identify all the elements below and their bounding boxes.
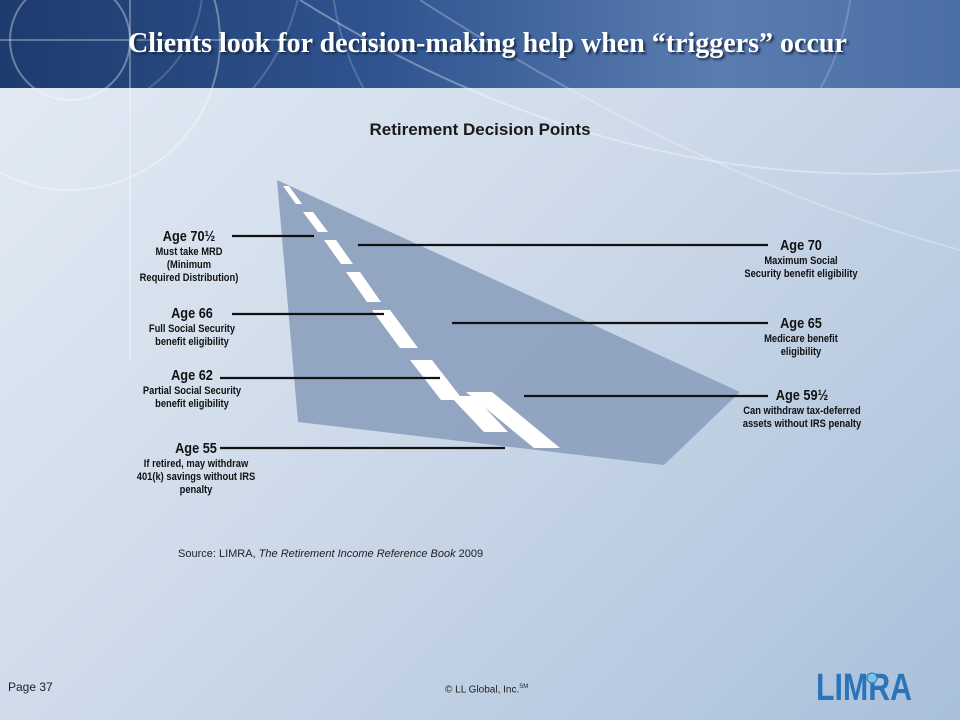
diagram-title: Retirement Decision Points xyxy=(369,120,591,139)
desc-line: Must take MRD (Minimum xyxy=(155,246,223,271)
desc-line: Can withdraw tax-deferred xyxy=(743,405,861,417)
source-citation: Source: LIMRA, The Retirement Income Ref… xyxy=(178,548,483,560)
desc-line: If retired, may withdraw xyxy=(143,458,249,470)
left-point-age-66: Age 66 Full Social Security benefit elig… xyxy=(141,305,243,349)
source-prefix: Source: LIMRA, xyxy=(178,548,259,560)
desc-line: Maximum Social xyxy=(764,255,838,267)
desc-line: 401(k) savings without IRS penalty xyxy=(136,471,256,496)
road-center-stripes xyxy=(283,186,560,448)
left-point-age-70-half: Age 70½ Must take MRD (Minimum Required … xyxy=(134,228,245,285)
desc-line: Medicare benefit xyxy=(764,333,838,345)
desc-line: Security benefit eligibility xyxy=(744,268,858,280)
source-book-title: The Retirement Income Reference Book xyxy=(258,548,456,560)
logo-wordmark: LIMRA xyxy=(816,667,912,708)
header-band xyxy=(0,0,960,88)
age-label: Age 62 xyxy=(171,367,213,384)
desc-line: Required Distribution) xyxy=(139,272,239,284)
age-label: Age 55 xyxy=(175,440,217,457)
desc-line: benefit eligibility xyxy=(155,336,229,348)
copyright-notice: © LL Global, Inc.SM xyxy=(445,684,528,695)
desc-line: Partial Social Security xyxy=(142,385,242,397)
page-number: Page 37 xyxy=(8,680,53,694)
right-point-age-70: Age 70 Maximum Social Security benefit e… xyxy=(737,237,865,281)
desc-line: benefit eligibility xyxy=(155,398,229,410)
desc-line: Full Social Security xyxy=(148,323,236,335)
leader-lines xyxy=(220,234,768,450)
age-label: Age 70½ xyxy=(162,228,216,245)
age-label: Age 65 xyxy=(780,315,822,332)
desc-line: assets without IRS penalty xyxy=(742,418,862,430)
left-point-age-62: Age 62 Partial Social Security benefit e… xyxy=(139,367,244,411)
left-point-age-55: Age 55 If retired, may withdraw 401(k) s… xyxy=(120,440,273,497)
desc-line: eligibility xyxy=(780,346,822,358)
slide-title: Clients look for decision-making help wh… xyxy=(128,28,847,59)
limra-logo: LIMRA xyxy=(816,667,912,708)
right-point-age-65: Age 65 Medicare benefit eligibility xyxy=(746,315,857,359)
age-label: Age 59½ xyxy=(775,387,829,404)
age-label: Age 70 xyxy=(780,237,822,254)
copyright-text: © LL Global, Inc. xyxy=(445,684,520,696)
source-year: 2009 xyxy=(455,548,484,560)
age-label: Age 66 xyxy=(171,305,213,322)
service-mark: SM xyxy=(519,684,529,690)
right-point-age-59-half: Age 59½ Can withdraw tax-deferred assets… xyxy=(736,387,869,431)
logo-globe-icon xyxy=(866,672,878,684)
